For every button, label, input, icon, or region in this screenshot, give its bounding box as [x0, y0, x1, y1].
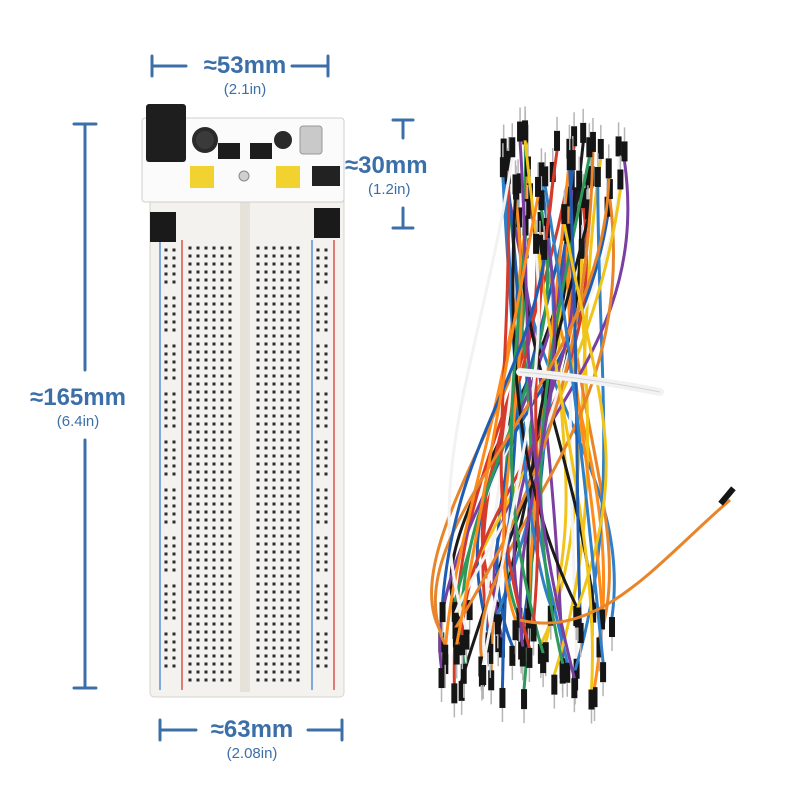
breadboard — [149, 184, 345, 698]
jumper-header — [190, 166, 214, 188]
center-channel — [240, 192, 250, 692]
led — [238, 170, 250, 182]
usb-port — [299, 125, 323, 155]
jumper-wires-bundle — [430, 106, 736, 724]
jumper-header — [276, 166, 300, 188]
top-width-inches: (2.1in) — [223, 81, 267, 98]
capacitor — [274, 131, 292, 149]
board-height-label: ≈165mm — [30, 384, 126, 411]
top-width-label: ≈53mm — [203, 52, 287, 79]
module-height-inches: (1.2in) — [368, 181, 411, 198]
switch — [312, 166, 340, 186]
pin-header — [150, 212, 176, 242]
bottom-width-inches: (2.08in) — [226, 745, 278, 762]
module-height-label: ≈30mm — [345, 152, 428, 179]
dc-barrel-jack — [146, 104, 186, 162]
pin-header — [314, 208, 340, 238]
board-height-inches: (6.4in) — [56, 413, 100, 430]
breadboard-holes — [164, 246, 328, 682]
regulator-chip — [218, 143, 240, 159]
power-supply-module — [141, 104, 345, 242]
bottom-width-label: ≈63mm — [210, 716, 294, 743]
dimension-lines — [72, 54, 415, 742]
regulator-chip — [250, 143, 272, 159]
